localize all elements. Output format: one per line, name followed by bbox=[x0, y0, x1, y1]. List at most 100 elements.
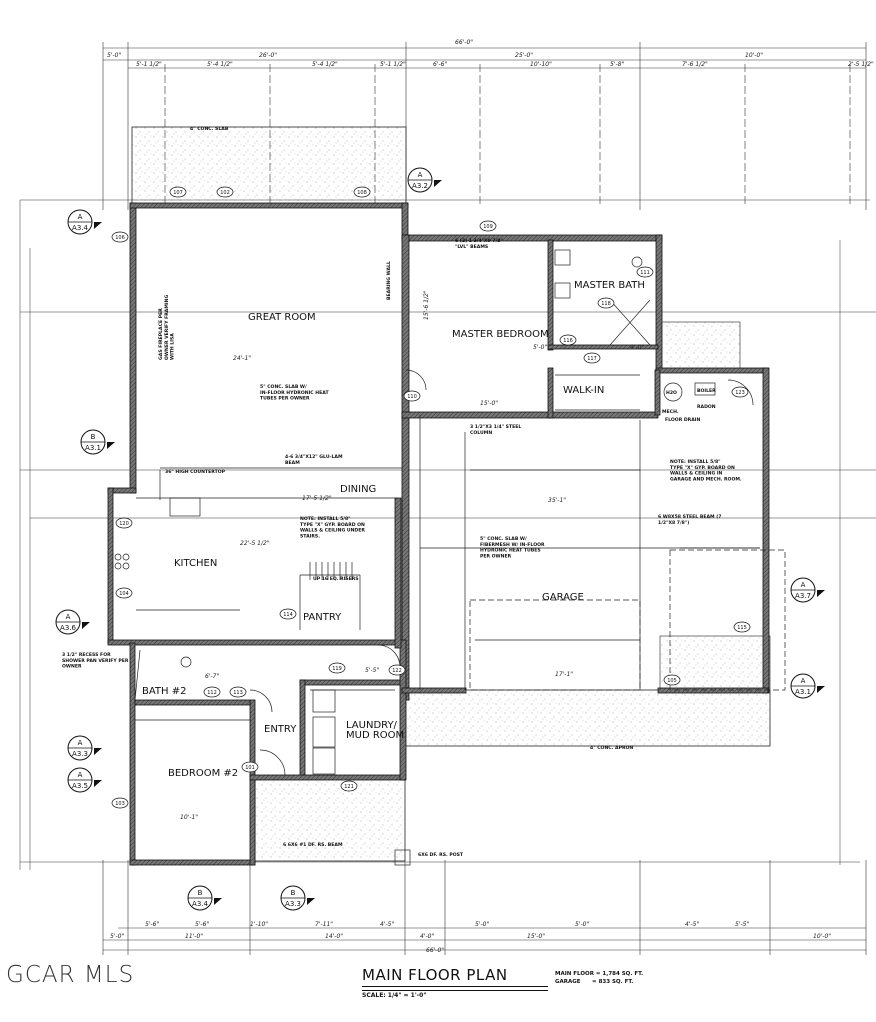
wall bbox=[547, 367, 554, 419]
dimension-gridlines bbox=[19, 42, 876, 955]
dimension-text: 35'-1" bbox=[548, 497, 566, 504]
tag-number: 112 bbox=[207, 690, 217, 696]
mls-watermark: GCAR MLS bbox=[6, 962, 135, 988]
door-window-tag: 123 bbox=[731, 386, 749, 398]
side-slab bbox=[659, 321, 741, 371]
dimension-text: 4'-5" bbox=[685, 921, 699, 928]
tag-outline bbox=[169, 186, 187, 198]
section-marker: AA3.6 bbox=[55, 609, 90, 635]
tag-outline bbox=[663, 674, 681, 686]
tag-number: 121 bbox=[344, 784, 354, 790]
drawing-scale: SCALE: 1/4" = 1'-0" bbox=[362, 992, 427, 999]
tag-number: 122 bbox=[392, 668, 402, 674]
dimension-text: 15'-6 1/2" bbox=[423, 290, 430, 320]
note-line: 1/2"X8 7/8") bbox=[658, 520, 689, 526]
tag-outline bbox=[388, 664, 406, 676]
door-swing bbox=[259, 749, 286, 776]
area-row-main: MAIN FLOOR = 1,784 SQ. FT. bbox=[555, 970, 643, 978]
dimension-text: 4'-0" bbox=[420, 933, 434, 940]
section-sheet: A3.1 bbox=[85, 444, 101, 452]
section-letter: A bbox=[78, 739, 83, 747]
tag-number: 104 bbox=[119, 591, 129, 597]
room-label: DINING bbox=[340, 484, 376, 495]
dimension-text: 5'-4 1/2" bbox=[312, 61, 338, 68]
tag-outline bbox=[115, 517, 133, 529]
area-label: GARAGE bbox=[555, 979, 581, 985]
room-label: GARAGE bbox=[542, 592, 584, 603]
section-sheet: A3.3 bbox=[72, 750, 88, 758]
door-window-tag: 111 bbox=[636, 266, 654, 278]
tag-outline bbox=[403, 390, 421, 402]
tag-outline bbox=[340, 780, 358, 792]
dimension-text: 1'-10" bbox=[250, 921, 268, 928]
range-burner-icon bbox=[114, 562, 122, 570]
section-sheet: A3.3 bbox=[285, 900, 301, 908]
dimension-text: 5'-0" bbox=[575, 921, 589, 928]
tag-outline bbox=[328, 662, 346, 674]
room-label: BOILER bbox=[697, 388, 716, 394]
door-swing bbox=[377, 644, 401, 668]
kitchen-sink-icon bbox=[169, 497, 201, 517]
door-window-tag: 107 bbox=[169, 186, 187, 198]
section-letter: A bbox=[66, 613, 71, 621]
note-line: "LVL" BEAMS bbox=[455, 244, 488, 250]
tag-outline bbox=[479, 220, 497, 232]
dimension-text: 5'-0" bbox=[110, 933, 124, 940]
door-window-tag: 116 bbox=[559, 334, 577, 346]
section-arrow-icon bbox=[817, 590, 825, 597]
wall bbox=[107, 487, 114, 644]
section-arrow-icon bbox=[434, 180, 442, 187]
room-label: KITCHEN bbox=[174, 558, 217, 569]
dimension-text: 15'-0" bbox=[480, 400, 498, 407]
section-arrow-icon bbox=[817, 686, 825, 693]
tag-number: 114 bbox=[283, 612, 293, 618]
room-label: MECH. bbox=[662, 409, 679, 415]
water-heater-icon bbox=[663, 382, 683, 402]
wall bbox=[655, 367, 769, 374]
note-line: GARAGE AND MECH. ROOM. bbox=[670, 476, 742, 482]
dimension-text: 7'-11" bbox=[315, 921, 333, 928]
door-window-tag: 112 bbox=[203, 686, 221, 698]
note-line: WITH LISA bbox=[170, 333, 176, 360]
note-line: NOTE: INSTALL 5/8" bbox=[300, 516, 351, 522]
wall bbox=[129, 202, 137, 494]
door-window-tag: 120 bbox=[115, 517, 133, 529]
vanity-sink-icon bbox=[554, 282, 571, 299]
section-arrow-icon bbox=[307, 898, 315, 905]
dimension-text: 15'-0" bbox=[527, 933, 545, 940]
door-window-tag: 103 bbox=[111, 797, 129, 809]
tag-outline bbox=[597, 297, 615, 309]
section-letter: B bbox=[291, 889, 296, 897]
wall bbox=[654, 369, 661, 416]
wall bbox=[399, 639, 407, 781]
section-arrow-icon bbox=[82, 622, 90, 629]
laundry-sink-icon bbox=[312, 689, 336, 713]
dimension-text: 10'-10" bbox=[530, 61, 552, 68]
section-marker: AA3.1 bbox=[790, 673, 825, 699]
tag-number: 101 bbox=[245, 765, 255, 771]
dimension-text: 14'-0" bbox=[325, 933, 343, 940]
room-label: MASTER BATH bbox=[574, 280, 645, 291]
dimension-text: 17'-5 1/2" bbox=[302, 495, 332, 502]
dimension-text: 5'-1 1/2" bbox=[380, 61, 406, 68]
room-label: LAUNDRY/ bbox=[346, 720, 398, 731]
door-window-tag: 113 bbox=[229, 686, 247, 698]
note-line: 3 1/2" RECESS FOR bbox=[62, 652, 111, 658]
dimension-text: 5'-5" bbox=[365, 667, 379, 674]
note-line: FIBERMESH W/ IN-FLOOR bbox=[480, 542, 545, 548]
door-window-tag: 119 bbox=[328, 662, 346, 674]
post-icon bbox=[394, 849, 411, 866]
note-line: TYPE "X" GYP. BOARD ON bbox=[670, 465, 735, 471]
dimension-text: 5'-6" bbox=[145, 921, 159, 928]
note-text: 36" HIGH COUNTERTOP bbox=[165, 469, 226, 475]
boiler-icon bbox=[694, 382, 716, 396]
tag-number: 115 bbox=[737, 625, 747, 631]
parking-outline bbox=[469, 599, 641, 691]
section-sheet: A3.5 bbox=[72, 782, 88, 790]
wall bbox=[394, 497, 402, 649]
wall bbox=[129, 859, 256, 866]
tag-number: 109 bbox=[483, 224, 493, 230]
door-window-tag: 115 bbox=[733, 621, 751, 633]
section-arrow-icon bbox=[107, 442, 115, 449]
